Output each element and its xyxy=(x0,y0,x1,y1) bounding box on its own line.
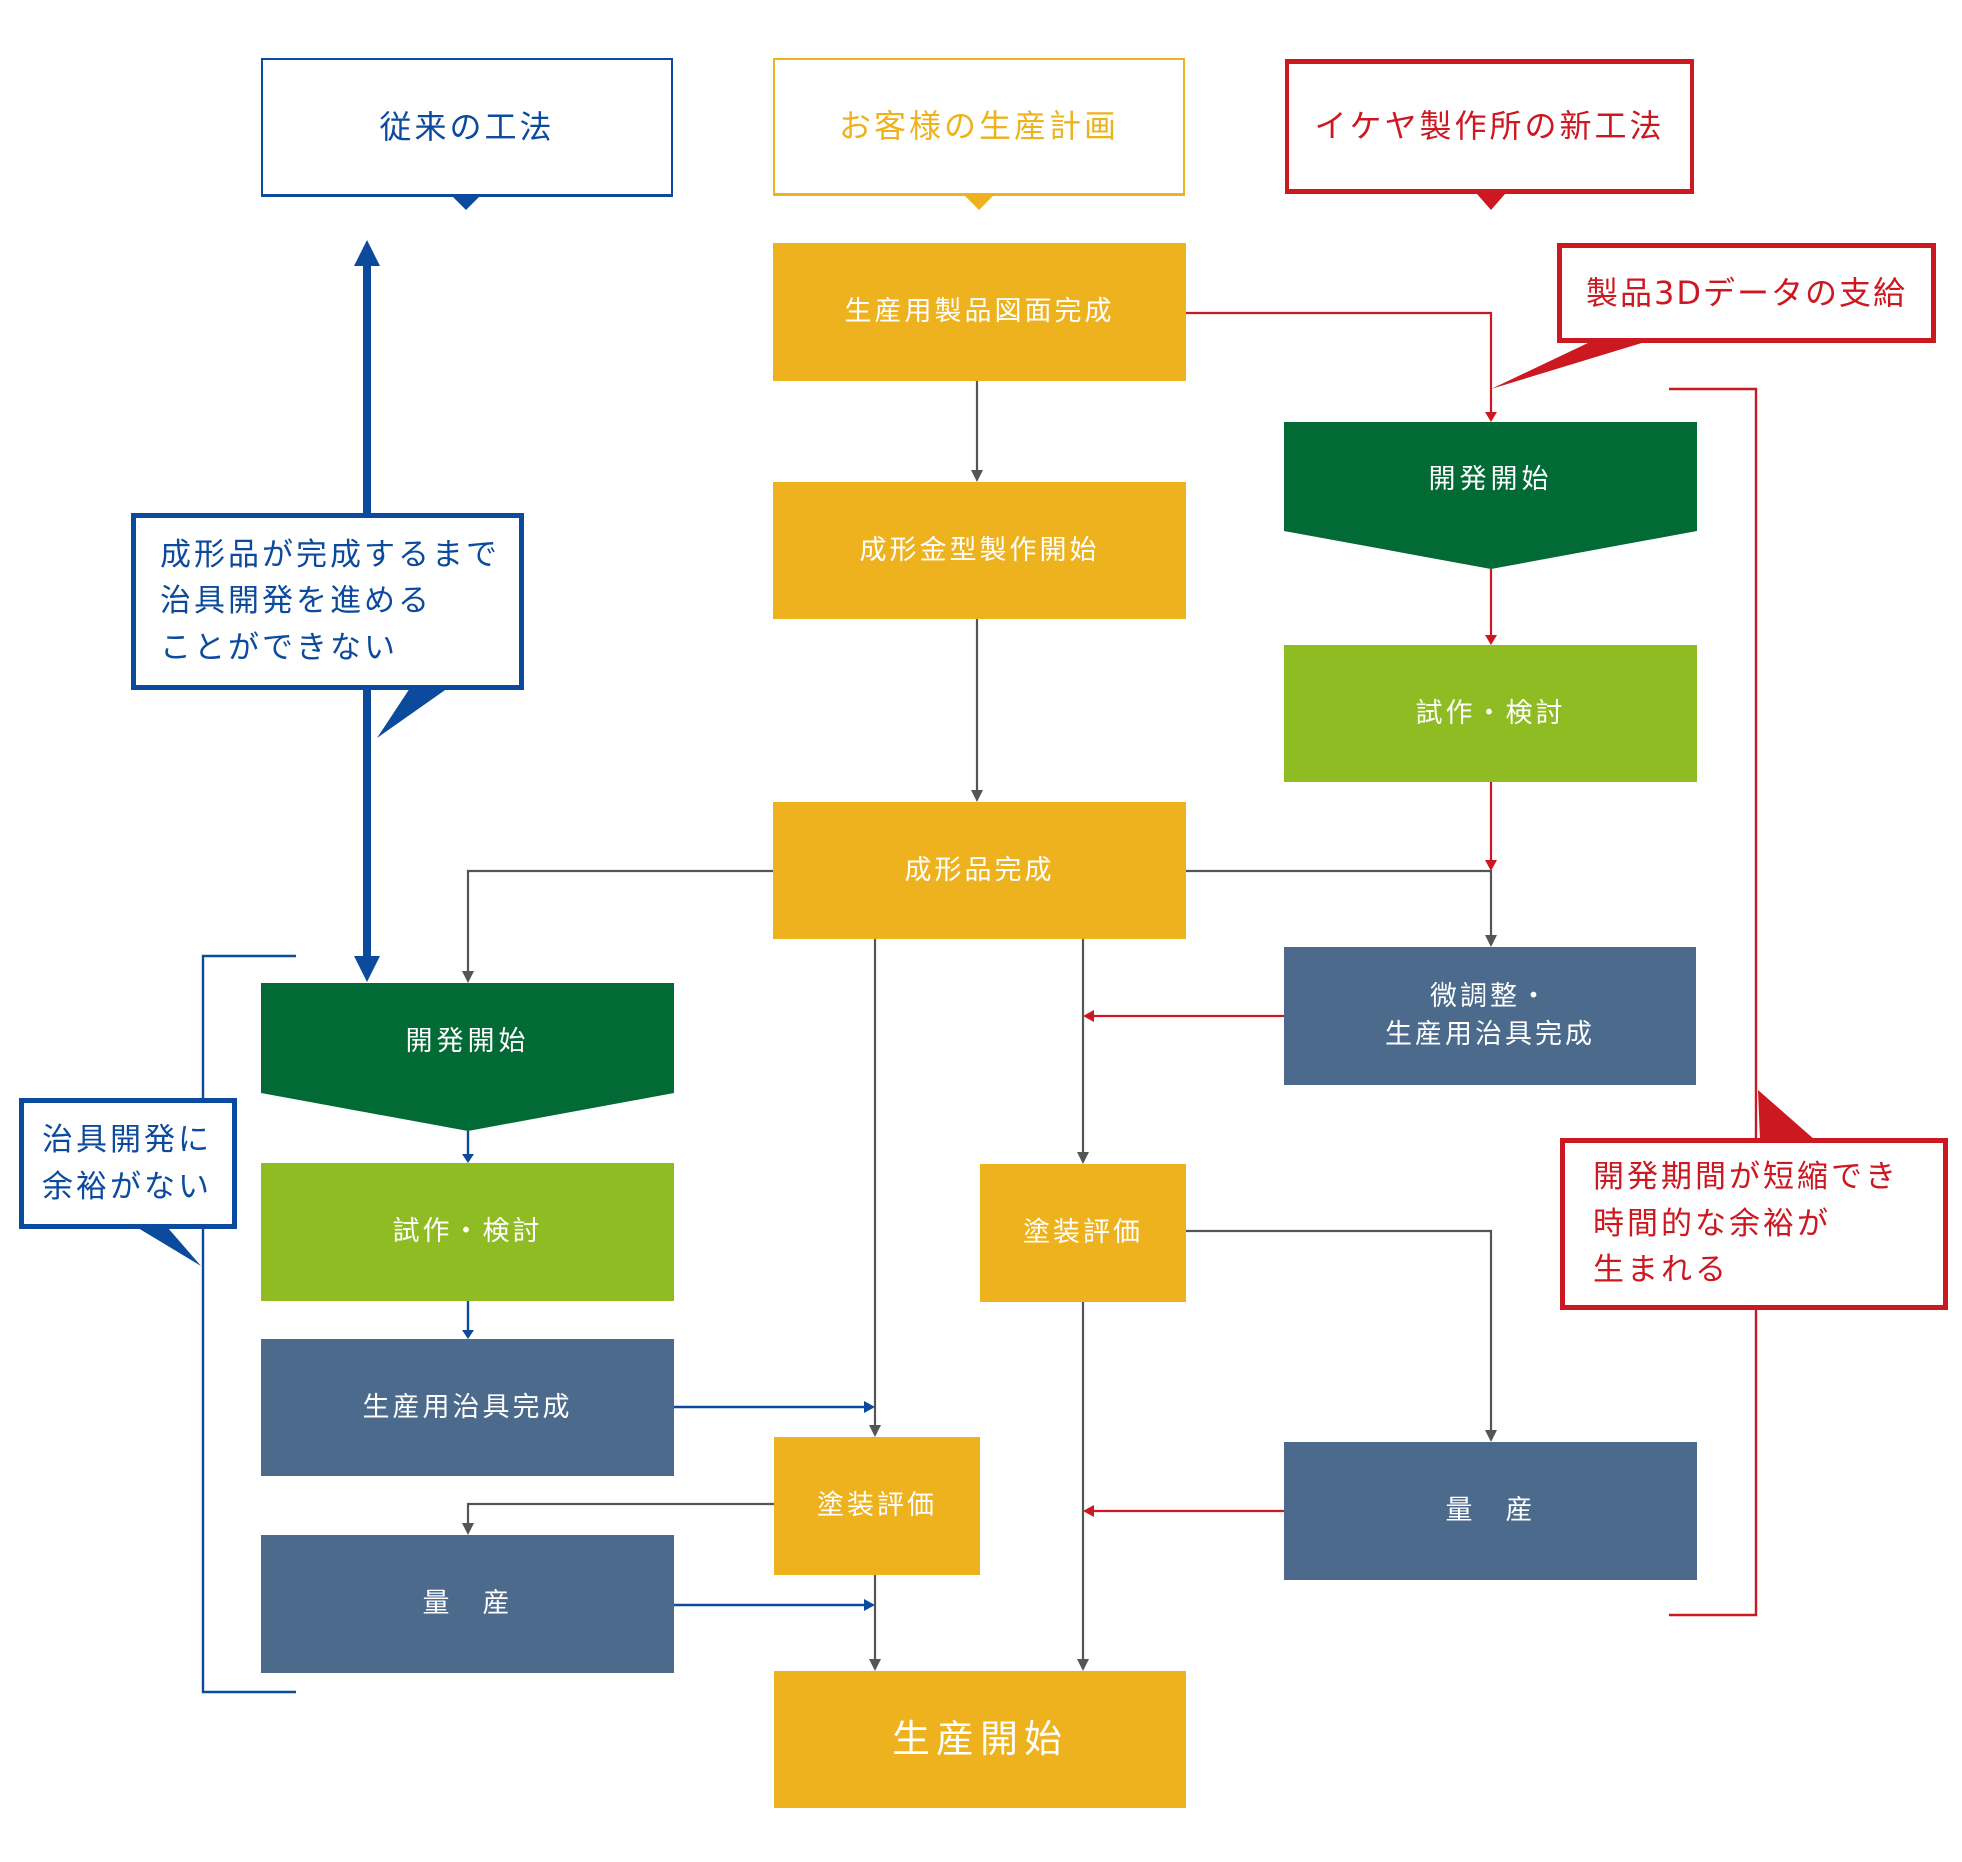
callout-shortened-line2: 時間的な余裕が xyxy=(1593,1205,1831,1242)
callout-no-margin-line1: 治具開発に xyxy=(42,1122,212,1158)
header-customer-plan-label: お客様の生産計画 xyxy=(838,107,1119,146)
node-ikeya-trial-label: 試作・検討 xyxy=(1415,697,1566,729)
node-mold-start: 成形金型製作開始 xyxy=(773,482,1186,619)
traditional-dev-start-label: 開発開始 xyxy=(261,983,674,1093)
node-molded-complete-label: 成形品完成 xyxy=(904,854,1055,886)
callout-no-margin: 治具開発に 余裕がない xyxy=(19,1098,237,1229)
node-production-start: 生産開始 xyxy=(774,1671,1186,1808)
ikeya-arrowheads xyxy=(1083,412,1497,1517)
node-traditional-mass-production-label: 量 産 xyxy=(422,1588,513,1620)
header-tail-ikeya xyxy=(1477,194,1505,210)
traditional-dev-start-shape xyxy=(261,983,674,1131)
header-customer-plan: お客様の生産計画 xyxy=(773,58,1185,196)
callout-cannot-proceed-line2: 治具開発を進める xyxy=(160,583,432,620)
ikeya-period-bracket xyxy=(1669,387,1758,1617)
callout-no-margin-line2: 余裕がない xyxy=(42,1168,212,1205)
node-drawing-complete: 生産用製品図面完成 xyxy=(773,243,1186,381)
node-molded-complete: 成形品完成 xyxy=(773,802,1186,939)
header-tail-customer xyxy=(965,196,993,210)
node-traditional-jig-complete: 生産用治具完成 xyxy=(261,1339,674,1476)
header-ikeya-new: イケヤ製作所の新工法 xyxy=(1285,59,1694,194)
header-traditional-label: 従来の工法 xyxy=(379,107,555,146)
node-ikeya-fine-tune-line2: 生産用治具完成 xyxy=(1385,1019,1595,1050)
callout-data-supply-label: 製品3Dデータの支給 xyxy=(1585,274,1907,312)
callout-cannot-proceed: 成形品が完成するまで 治具開発を進める ことができない xyxy=(131,513,524,690)
node-production-start-label: 生産開始 xyxy=(891,1716,1068,1761)
node-traditional-jig-complete-label: 生産用治具完成 xyxy=(362,1391,573,1423)
node-ikeya-trial: 試作・検討 xyxy=(1284,645,1697,782)
header-traditional: 従来の工法 xyxy=(261,58,673,197)
node-traditional-trial: 試作・検討 xyxy=(261,1163,674,1301)
node-traditional-trial-label: 試作・検討 xyxy=(392,1216,543,1248)
callout-shortened: 開発期間が短縮でき 時間的な余裕が 生まれる xyxy=(1560,1138,1948,1310)
ikeya-dev-start-label: 開発開始 xyxy=(1284,422,1697,531)
ikeya-dev-start-shape xyxy=(1284,422,1697,569)
traditional-dev-start-text: 開発開始 xyxy=(405,1025,530,1057)
node-paint-eval-new: 塗装評価 xyxy=(980,1164,1186,1302)
node-mold-start-label: 成形金型製作開始 xyxy=(859,534,1100,566)
node-paint-eval-traditional-label: 塗装評価 xyxy=(817,1490,937,1522)
callout-cannot-proceed-line3: ことができない xyxy=(160,629,398,666)
ikeya-dev-start-text: 開発開始 xyxy=(1428,464,1553,495)
ikeya-connectors xyxy=(1092,311,1493,1513)
header-ikeya-new-label: イケヤ製作所の新工法 xyxy=(1314,107,1665,146)
callout-tail-shortened xyxy=(1758,1090,1815,1140)
callout-cannot-proceed-line1: 成形品が完成するまで xyxy=(160,536,500,573)
node-ikeya-mass-production-label: 量 産 xyxy=(1445,1495,1536,1527)
node-paint-eval-traditional: 塗装評価 xyxy=(774,1437,980,1575)
callout-tail-no-margin xyxy=(138,1228,201,1266)
callout-shortened-line1: 開発期間が短縮でき xyxy=(1593,1159,1899,1196)
node-ikeya-fine-tune: 微調整・ 生産用治具完成 xyxy=(1284,947,1696,1085)
node-drawing-complete-label: 生産用製品図面完成 xyxy=(844,296,1115,328)
callout-tail-cannot-proceed xyxy=(377,688,448,738)
traditional-arrowheads xyxy=(462,1154,875,1611)
node-ikeya-mass-production: 量 産 xyxy=(1284,1442,1697,1580)
traditional-period-bracket xyxy=(201,954,296,1694)
customer-arrowheads xyxy=(462,470,1497,1671)
header-tail-traditional xyxy=(452,196,480,210)
callout-shortened-line3: 生まれる xyxy=(1593,1252,1729,1289)
callout-data-supply: 製品3Dデータの支給 xyxy=(1557,243,1936,343)
traditional-connectors xyxy=(466,1131,866,1607)
customer-connectors xyxy=(466,381,1493,1662)
callout-tail-data-supply xyxy=(1491,342,1645,389)
node-paint-eval-new-label: 塗装評価 xyxy=(1023,1217,1143,1249)
node-ikeya-fine-tune-line1: 微調整・ xyxy=(1430,981,1550,1013)
node-traditional-mass-production: 量 産 xyxy=(261,1535,674,1673)
